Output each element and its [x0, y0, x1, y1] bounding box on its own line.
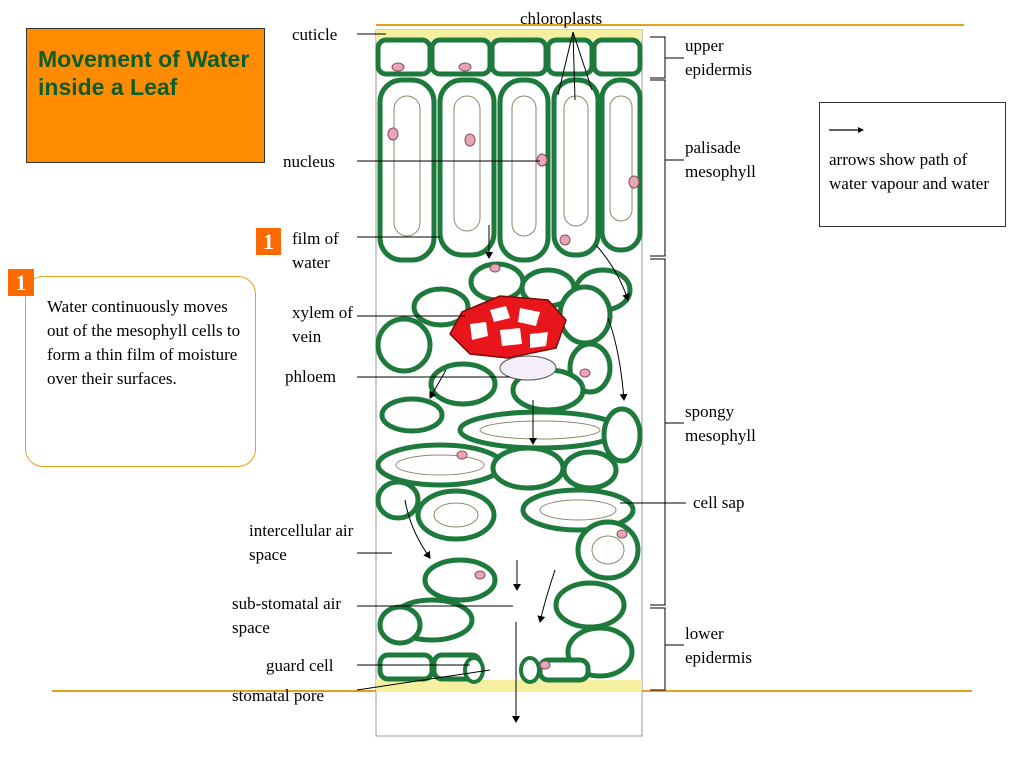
- step-badge-diagram: 1: [256, 228, 281, 255]
- label-chloroplasts: chloroplasts: [520, 9, 603, 28]
- palisade-vacuoles: [393, 95, 633, 237]
- label-film-of-water: film of water: [292, 229, 339, 272]
- guard-cells: [463, 656, 541, 684]
- label-sub-stomatal-air-space: sub-stomatal air space: [232, 594, 342, 637]
- note-box: Water continuously moves out of the meso…: [25, 276, 256, 467]
- spongy-vacuoles: [395, 420, 625, 565]
- step-badge-note: 1: [8, 269, 34, 296]
- legend-text: arrows show path of water vapour and wat…: [829, 150, 990, 193]
- upper-cuticle: [376, 30, 642, 40]
- label-lower-epidermis: lower epidermis: [685, 624, 753, 667]
- upper-epidermis-cells: [375, 37, 643, 77]
- xylem-lumen: [470, 306, 548, 348]
- label-stomatal-pore: stomatal pore: [232, 686, 325, 705]
- label-cuticle: cuticle: [292, 25, 338, 44]
- lower-cuticle: [376, 680, 642, 692]
- label-phloem: phloem: [285, 367, 336, 386]
- label-intercellular-air-space: intercellular air space: [249, 521, 354, 564]
- label-palisade-mesophyll: palisade mesophyll: [685, 138, 756, 181]
- label-nucleus: nucleus: [283, 152, 335, 171]
- left-leader-lines: [356, 33, 540, 691]
- label-xylem-of-vein: xylem of vein: [292, 303, 353, 346]
- label-upper-epidermis: upper epidermis: [685, 36, 753, 79]
- note-text: Water continuously moves out of the meso…: [47, 297, 241, 388]
- palisade-cells: [377, 77, 643, 263]
- label-guard-cell: guard cell: [266, 656, 334, 675]
- right-brackets: [620, 36, 686, 691]
- label-cell-sap: cell sap: [693, 493, 745, 512]
- nuclei: [387, 62, 640, 670]
- chloroplast-leader-lines: [557, 31, 593, 101]
- top-rule: [376, 24, 964, 26]
- spongy-cells: [375, 261, 643, 679]
- water-path-arrows: [404, 225, 630, 723]
- page-title: Movement of Water inside a Leaf: [38, 46, 250, 100]
- phloem-tissue: [499, 355, 557, 381]
- title-box: Movement of Water inside a Leaf: [26, 28, 265, 163]
- legend-box: arrows show path of water vapour and wat…: [819, 102, 1006, 227]
- label-spongy-mesophyll: spongy mesophyll: [685, 402, 756, 445]
- legend-arrow-icon: [829, 127, 864, 133]
